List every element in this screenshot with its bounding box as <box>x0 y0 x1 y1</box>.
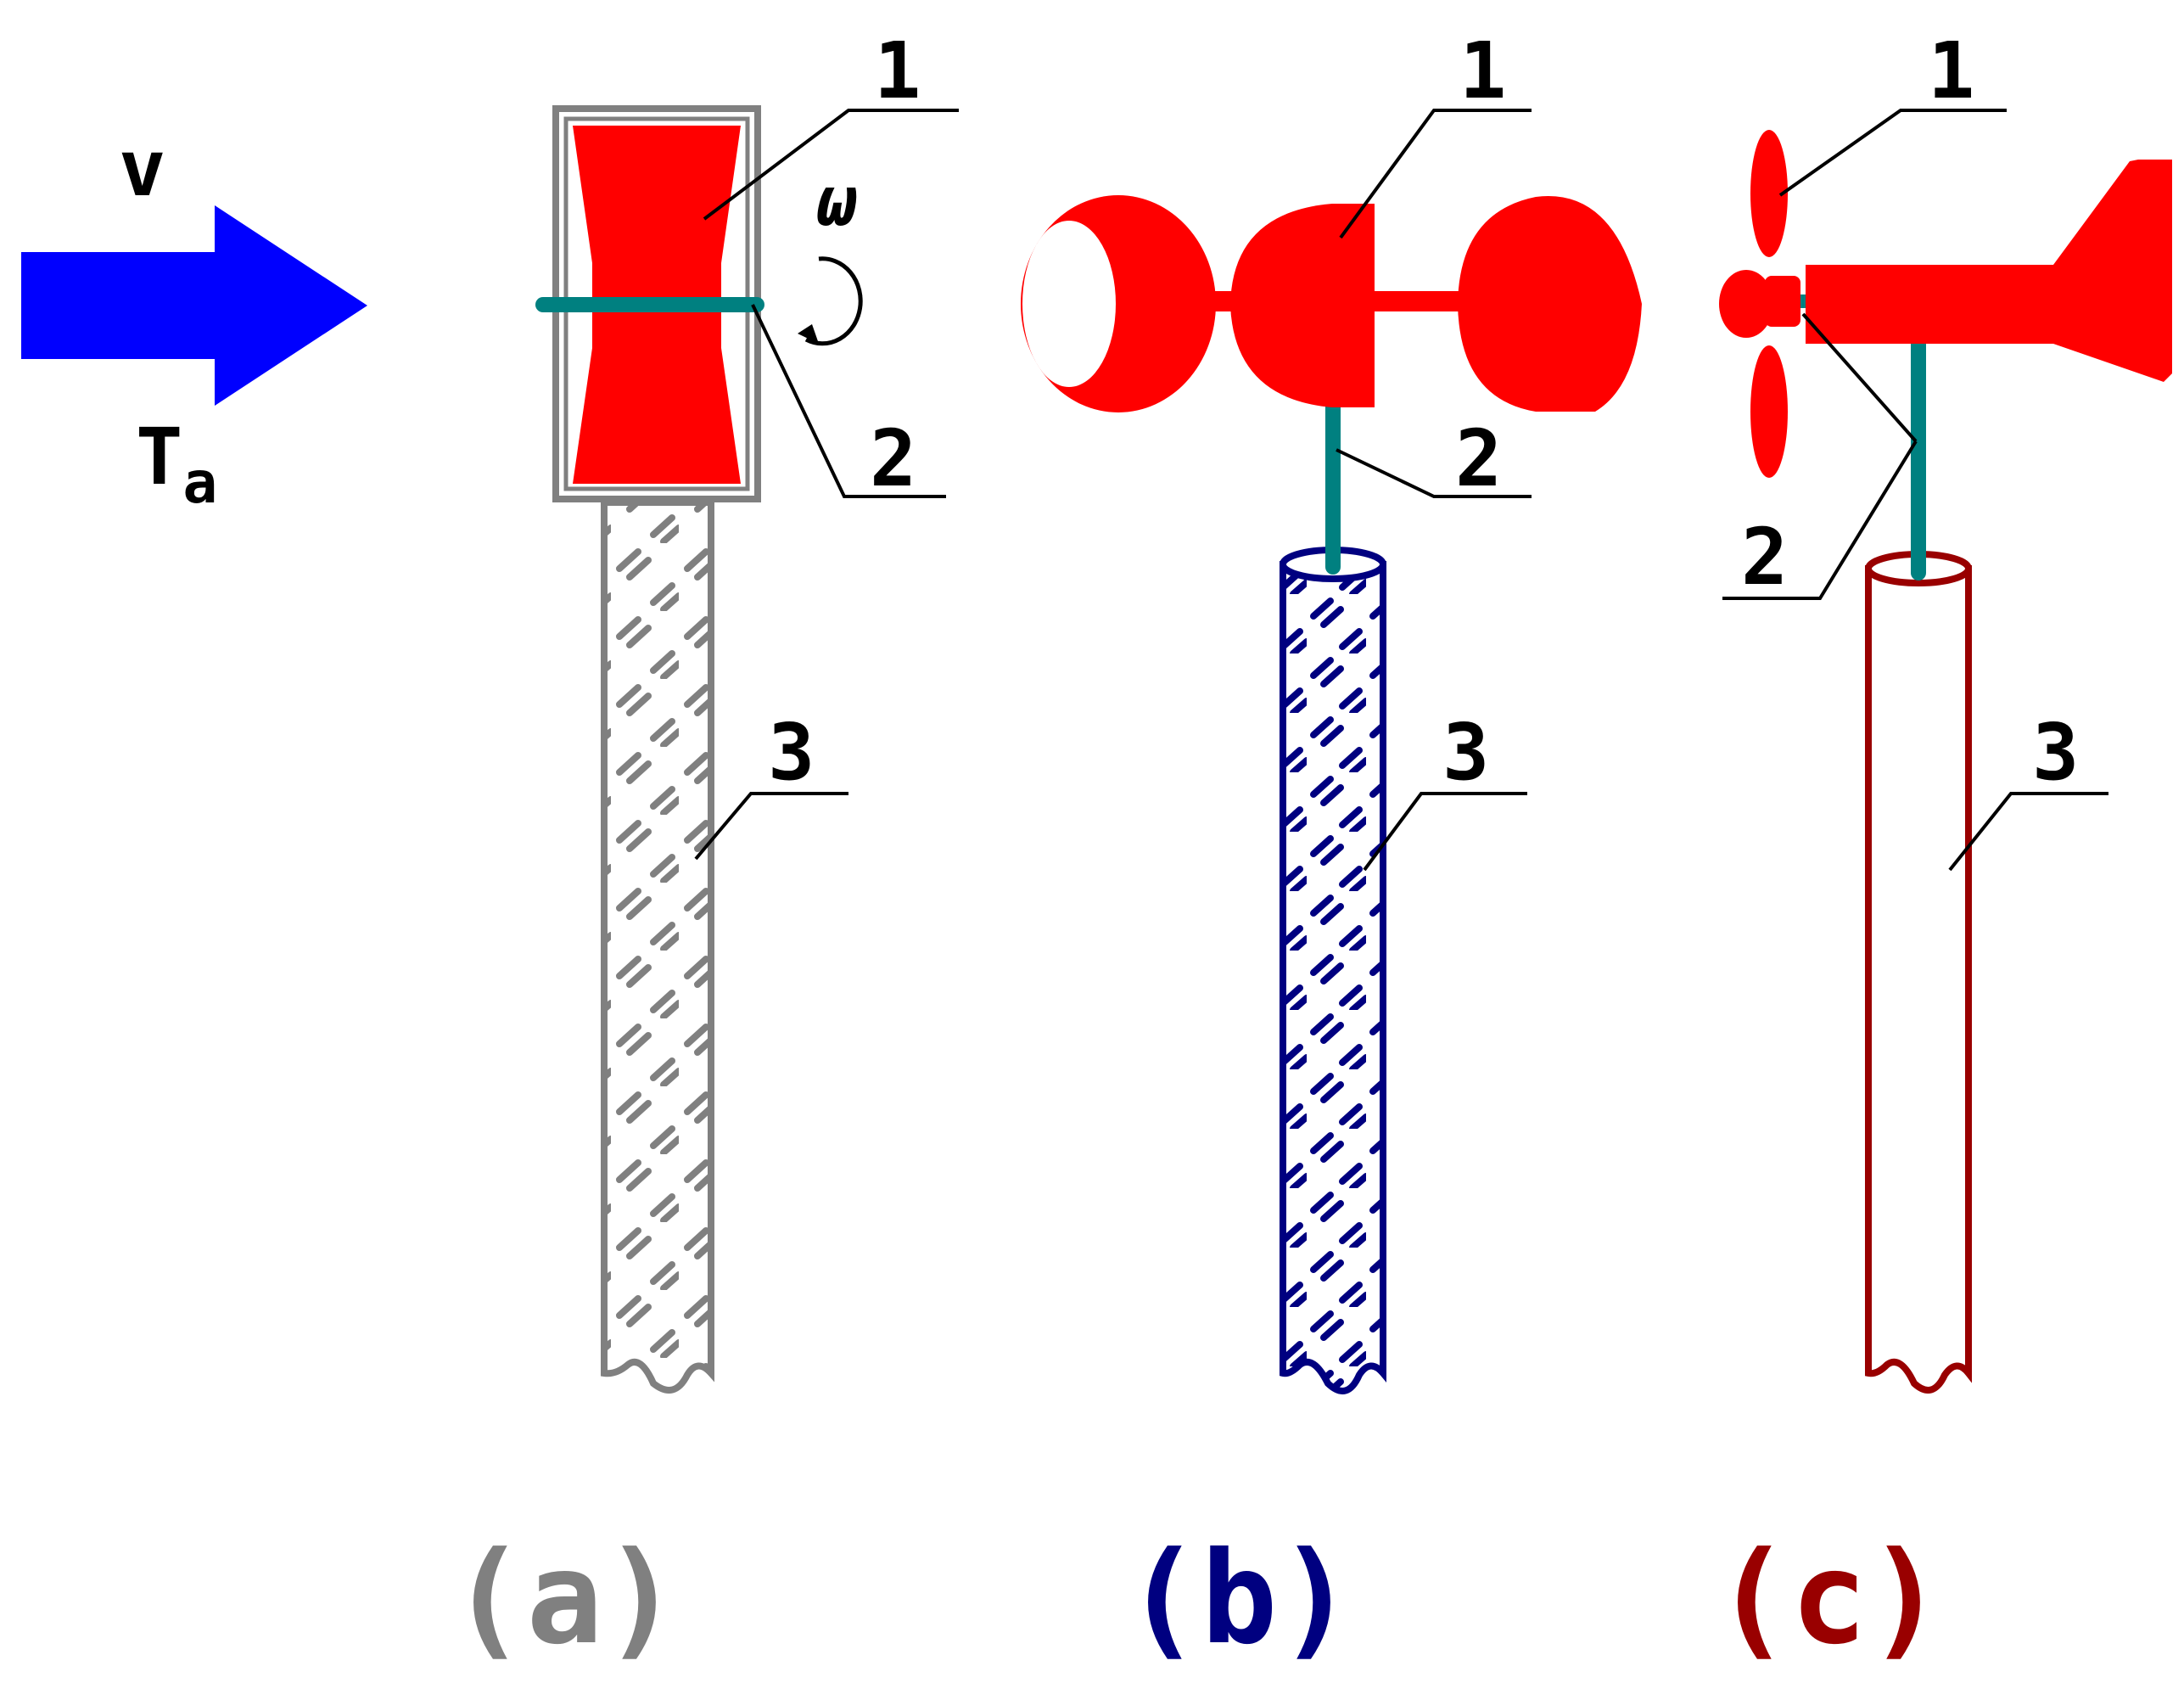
callout-b-1-leader <box>1339 109 1532 239</box>
cup-center <box>1230 204 1375 407</box>
panel-b-cup-anemometer: 1 2 3 (b) <box>1021 25 1642 1673</box>
callout-b-3-leader <box>1363 792 1527 872</box>
callout-a-3: 3 <box>768 707 815 798</box>
callout-c-2-leader <box>1801 312 1918 443</box>
mast-c <box>1865 565 1972 1394</box>
callout-a-1: 1 <box>874 25 921 116</box>
propeller <box>1719 130 1800 478</box>
panel-c-vane-anemometer: 1 2 3 (c) <box>1714 25 2172 1673</box>
cup-left <box>1021 195 1235 412</box>
panel-a-label: (a) <box>450 1525 680 1673</box>
temperature-label: Ta <box>136 412 217 517</box>
callout-a-3-leader <box>694 792 848 861</box>
callout-c-1-leader <box>1778 109 2007 197</box>
callout-a-1-leader <box>703 109 959 221</box>
wind-arrow-icon <box>21 205 367 406</box>
callout-c-3: 3 <box>2032 707 2079 798</box>
panel-b-label: (b) <box>1124 1525 1354 1673</box>
callout-b-1: 1 <box>1459 25 1506 116</box>
callout-c-1: 1 <box>1928 25 1974 116</box>
callout-b-2: 2 <box>1455 413 1502 504</box>
omega-label: ω <box>815 162 858 241</box>
cup-right <box>1458 196 1642 412</box>
rotation-icon <box>804 256 863 346</box>
callout-b-2-leader <box>1336 448 1532 498</box>
callout-c-2-leader-b <box>1722 440 1918 600</box>
wind-flow: v Ta <box>21 123 367 517</box>
callout-a-2: 2 <box>870 413 916 504</box>
mast-b <box>1280 561 1386 1394</box>
callout-c-2: 2 <box>1741 512 1788 603</box>
panel-c-label: (c) <box>1714 1525 1944 1673</box>
callout-c-3-leader <box>1948 792 2108 872</box>
callout-a-2-leader <box>751 304 946 498</box>
velocity-label: v <box>119 123 165 214</box>
vane-body <box>1806 160 2172 382</box>
panel-a-propeller-anemometer: ω 1 2 3 (a) <box>450 25 959 1673</box>
mast-a <box>601 499 714 1394</box>
callout-b-3: 3 <box>1442 707 1489 798</box>
